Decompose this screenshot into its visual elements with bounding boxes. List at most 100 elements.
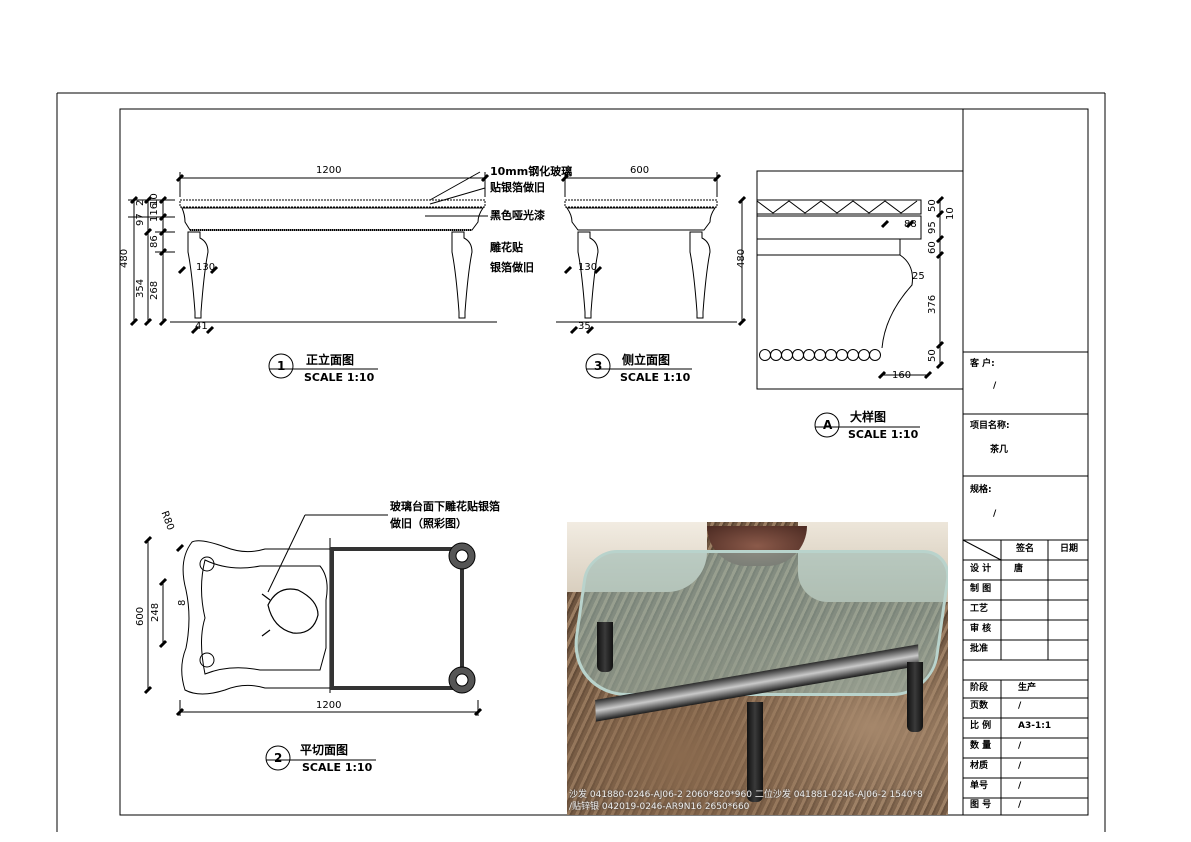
dimension-tick <box>129 195 139 205</box>
table-leg <box>907 662 923 732</box>
dimension-tick <box>560 173 570 183</box>
plan-view-drawing <box>147 514 479 716</box>
detail-dim-60: 60 <box>927 241 938 254</box>
side-width-dim: 600 <box>630 165 650 176</box>
callout-graphics <box>265 353 920 771</box>
front-elevation-drawing <box>128 171 497 323</box>
project-label: 项目名称: <box>970 421 1010 431</box>
front-view-title: 正立面图 <box>306 353 355 367</box>
sign-row-role: 制 图 <box>970 584 992 594</box>
detail-callout-letter: A <box>823 418 833 432</box>
bead-moulding <box>869 349 881 361</box>
dimension-tick <box>935 234 945 244</box>
dimension-tick <box>877 370 887 380</box>
dimension-tick <box>923 370 933 380</box>
annotation-black-paint: 黑色哑光漆 <box>490 209 545 222</box>
front-dim-86: 86 <box>149 235 160 248</box>
dimension-tick <box>935 250 945 260</box>
front-height-dim: 480 <box>119 248 130 268</box>
detail-dim-50b: 50 <box>927 349 938 362</box>
sign-row-role: 审 核 <box>970 624 992 634</box>
bead-moulding <box>814 349 826 361</box>
dimension-tick <box>158 227 168 237</box>
dimension-tick <box>935 195 945 205</box>
front-leg-foot-dim: 41 <box>195 321 208 332</box>
info-row-label: 数 量 <box>970 741 992 751</box>
dimension-tick <box>143 535 153 545</box>
front-dim-354: 354 <box>135 278 146 298</box>
plan-callout-number: 2 <box>274 751 283 765</box>
dimension-tick <box>737 317 747 327</box>
front-dim-2: 2 <box>135 199 146 206</box>
dimension-tick <box>143 685 153 695</box>
outer-frame <box>56 92 1106 832</box>
dimension-tick <box>593 265 603 275</box>
bead-moulding <box>759 349 771 361</box>
side-callout-number: 3 <box>594 359 603 373</box>
bead-moulding <box>858 349 870 361</box>
spec-label: 规格: <box>970 485 992 495</box>
front-dim-97: 97 <box>135 213 146 226</box>
front-leg-top-dim: 130 <box>196 262 216 273</box>
bead-moulding <box>781 349 793 361</box>
dimension-tick <box>175 707 185 717</box>
dimension-tick <box>209 265 219 275</box>
sign-header: 签名 <box>1016 544 1035 554</box>
side-view-title: 侧立面图 <box>622 353 671 367</box>
dimension-tick <box>143 227 153 237</box>
dimension-tick <box>190 325 200 335</box>
dimension-ticks <box>129 173 945 717</box>
dimension-tick <box>205 325 215 335</box>
info-row-value: / <box>1018 800 1022 810</box>
inner-frame <box>119 108 1089 816</box>
front-length-dim: 1200 <box>316 165 342 176</box>
project-value: 茶几 <box>990 445 1009 455</box>
annotation-glass: 10mm钢化玻璃 <box>490 165 573 178</box>
detail-dim-95: 95 <box>927 221 938 234</box>
side-elevation-drawing <box>556 172 743 323</box>
dimension-tick <box>158 195 168 205</box>
product-photo: 沙发 041880-0246-AJ06-2 2060*820*960 二位沙发 … <box>567 522 948 815</box>
detail-view-scale: SCALE 1:10 <box>848 428 919 441</box>
dimension-tick <box>175 543 185 553</box>
dimension-tick <box>905 219 915 229</box>
sign-row-role: 设 计 <box>970 564 992 574</box>
annotation-silver-foil: 贴银箔做旧 <box>490 181 545 194</box>
plan-annotation-line2: 做旧（照彩图） <box>390 517 467 530</box>
sign-row-role: 工艺 <box>970 604 989 614</box>
detail-view-title: 大样图 <box>850 410 887 424</box>
side-view-scale: SCALE 1:10 <box>620 371 691 384</box>
plan-annotation-line1: 玻璃台面下雕花贴银箔 <box>390 500 500 513</box>
side-leg-foot-dim: 35 <box>578 321 591 332</box>
dimension-tick <box>177 265 187 275</box>
dimension-tick <box>880 219 890 229</box>
dimension-tick <box>158 577 168 587</box>
dimension-tick <box>563 265 573 275</box>
bead-moulding <box>770 349 782 361</box>
annotation-carving: 雕花贴 <box>490 241 523 254</box>
dimension-tick <box>585 325 595 335</box>
info-row-label: 比 例 <box>970 721 992 731</box>
dimension-tick <box>158 247 168 257</box>
info-row-value: / <box>1018 761 1022 771</box>
dimension-tick <box>158 639 168 649</box>
annotation-carving-foil: 银箔做旧 <box>490 261 534 274</box>
dimension-tick <box>935 209 945 219</box>
dimension-tick <box>935 340 945 350</box>
sign-row-role: 批准 <box>970 644 989 654</box>
detail-dim-160: 160 <box>892 370 912 381</box>
dimension-tick <box>175 173 185 183</box>
detail-dim-376: 376 <box>927 294 938 314</box>
dimension-tick <box>737 195 747 205</box>
photo-caption-line2: /贴锌银 042019-0246-AR9N16 2650*660 <box>569 802 750 812</box>
bead-moulding <box>847 349 859 361</box>
dimension-tick <box>143 195 153 205</box>
dimension-tick <box>569 325 579 335</box>
plan-length-dim: 1200 <box>316 700 342 711</box>
detail-dim-25: 25 <box>912 271 925 282</box>
front-dim-10: 10 <box>149 193 160 206</box>
dimension-tick <box>143 317 153 327</box>
bead-moulding <box>803 349 815 361</box>
info-row-value: A3-1:1 <box>1018 721 1052 731</box>
